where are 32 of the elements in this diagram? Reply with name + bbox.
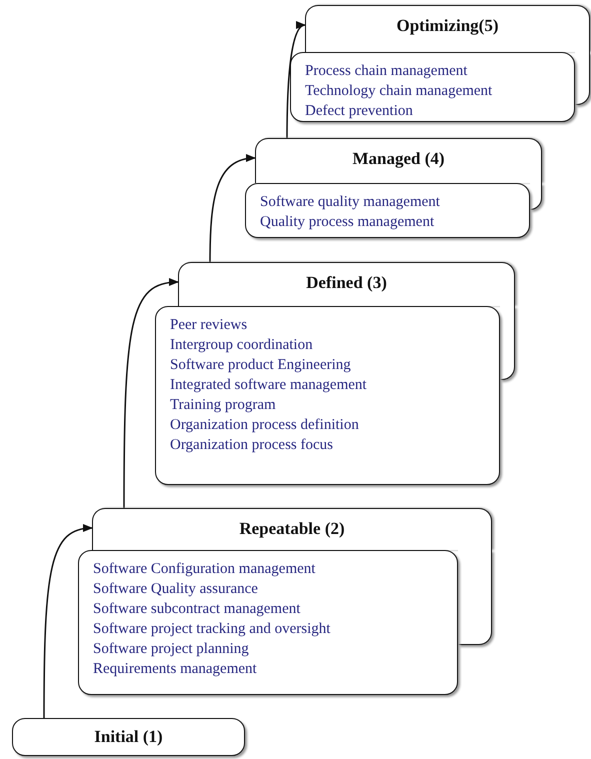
level-title: Optimizing(5) bbox=[396, 16, 500, 36]
practice-list-box bbox=[155, 306, 500, 485]
arrow bbox=[123, 278, 179, 508]
practice-item: Quality process management bbox=[260, 213, 436, 232]
arrow bbox=[209, 154, 256, 262]
practice-item: Integrated software management bbox=[170, 376, 368, 395]
level-title: Defined (3) bbox=[305, 273, 388, 293]
practice-item: Software quality management bbox=[260, 193, 441, 212]
practice-item: Intergroup coordination bbox=[170, 336, 314, 355]
practice-item: Organization process focus bbox=[170, 436, 334, 455]
level-title: Initial (1) bbox=[93, 727, 164, 747]
level-title: Managed (4) bbox=[351, 149, 446, 169]
practice-item: Organization process definition bbox=[170, 416, 360, 435]
practice-item: Software product Engineering bbox=[170, 356, 352, 375]
arrow bbox=[43, 524, 93, 718]
practice-item: Software Quality assurance bbox=[93, 580, 259, 599]
practice-item: Software project planning bbox=[93, 640, 250, 659]
practice-item: Software subcontract management bbox=[93, 600, 302, 619]
practice-item: Process chain management bbox=[305, 62, 468, 81]
arrow bbox=[286, 24, 306, 138]
practice-item: Training program bbox=[170, 396, 277, 415]
practice-item: Requirements management bbox=[93, 660, 258, 679]
practice-list-box bbox=[245, 183, 530, 238]
practice-item: Technology chain management bbox=[305, 82, 494, 101]
practice-list-box bbox=[78, 550, 458, 695]
practice-item: Software Configuration management bbox=[93, 560, 316, 579]
level-title: Repeatable (2) bbox=[238, 519, 346, 539]
practice-item: Software project tracking and oversight bbox=[93, 620, 332, 639]
level-box bbox=[12, 718, 245, 756]
practice-item: Peer reviews bbox=[170, 316, 248, 335]
practice-list-box bbox=[290, 52, 575, 122]
practice-item: Defect prevention bbox=[305, 102, 414, 121]
